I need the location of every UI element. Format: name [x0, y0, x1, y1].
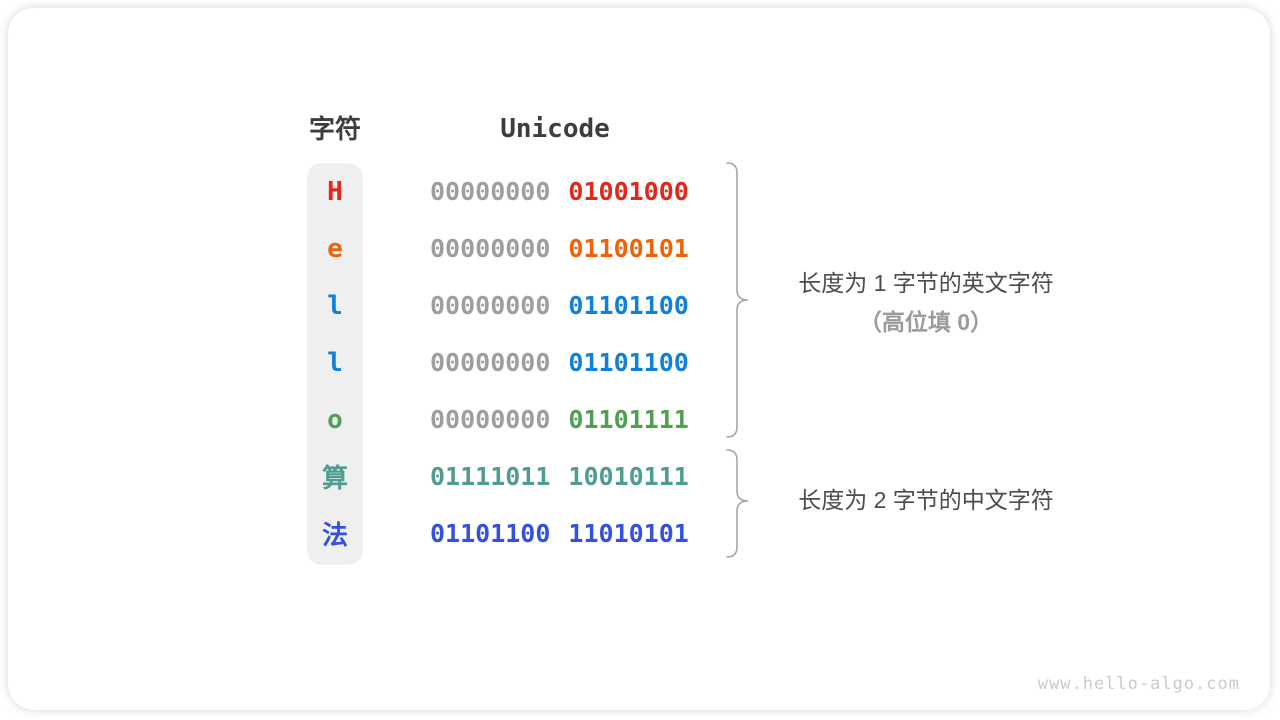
table-row: 算 01111011 10010111 [307, 448, 707, 505]
grouping-braces [726, 162, 749, 558]
byte-high: 00000000 [430, 405, 551, 434]
table-row: H 00000000 01001000 [307, 163, 707, 220]
character-cell: l [327, 290, 343, 321]
encoding-table: H 00000000 01001000 e 00000000 01100101 l … [307, 163, 707, 565]
byte-low: 10010111 [568, 462, 689, 491]
diagram-card [8, 8, 1270, 710]
unicode-bytes: 00000000 01101100 [430, 277, 689, 334]
table-row: l 00000000 01101100 [307, 334, 707, 391]
unicode-bytes: 01111011 10010111 [430, 448, 689, 505]
unicode-bytes: 01101100 11010101 [430, 505, 689, 562]
column-header-unicode: Unicode [500, 114, 610, 144]
byte-high: 01111011 [430, 462, 551, 491]
byte-high: 01101100 [430, 519, 551, 548]
byte-low: 11010101 [568, 519, 689, 548]
byte-low: 01101100 [568, 348, 689, 377]
byte-high: 00000000 [430, 348, 551, 377]
character-cell: l [327, 347, 343, 378]
table-row: l 00000000 01101100 [307, 277, 707, 334]
unicode-bytes: 00000000 01101100 [430, 334, 689, 391]
unicode-bytes: 00000000 01001000 [430, 163, 689, 220]
unicode-bytes: 00000000 01101111 [430, 391, 689, 448]
byte-low: 01100101 [568, 234, 689, 263]
annotation-chinese-bytes: 长度为 2 字节的中文字符 [756, 481, 1096, 520]
byte-high: 00000000 [430, 177, 551, 206]
brace-chinese-group [726, 449, 749, 558]
character-cell: 法 [321, 521, 348, 551]
byte-low: 01001000 [568, 177, 689, 206]
character-cell: H [327, 176, 343, 207]
unicode-bytes: 00000000 01100101 [430, 220, 689, 277]
annotation-line: 长度为 2 字节的中文字符 [798, 487, 1054, 513]
character-cell: 算 [321, 464, 348, 494]
table-row: o 00000000 01101111 [307, 391, 707, 448]
byte-high: 00000000 [430, 291, 551, 320]
table-row: e 00000000 01100101 [307, 220, 707, 277]
byte-low: 01101100 [568, 291, 689, 320]
watermark-url: www.hello-algo.com [1037, 674, 1240, 694]
column-header-character: 字符 [308, 114, 361, 144]
annotation-english-bytes: 长度为 1 字节的英文字符 （高位填 0） [756, 264, 1096, 342]
annotation-line: 长度为 1 字节的英文字符 [798, 270, 1054, 296]
byte-low: 01101111 [568, 405, 689, 434]
character-cell: e [327, 233, 343, 264]
byte-high: 00000000 [430, 234, 551, 263]
annotation-subline: （高位填 0） [858, 309, 994, 335]
character-column-background [307, 163, 363, 565]
table-row: 法 01101100 11010101 [307, 505, 707, 562]
brace-english-group [726, 162, 749, 438]
character-cell: o [327, 404, 343, 435]
